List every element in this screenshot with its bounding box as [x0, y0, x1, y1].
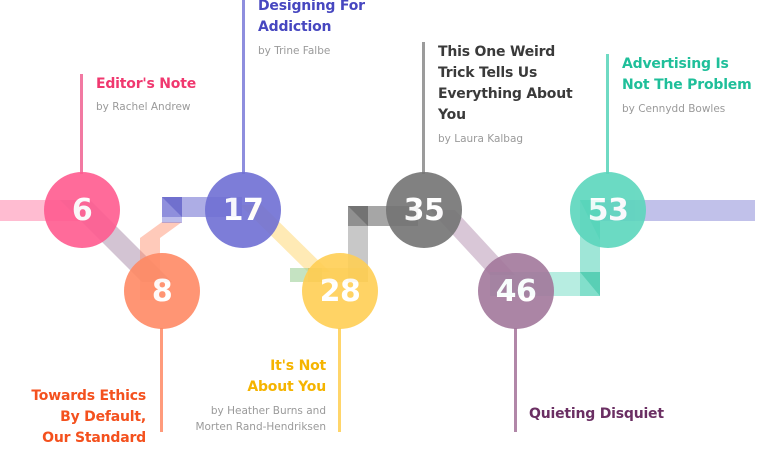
issue-node-6[interactable]: 6: [44, 172, 120, 248]
article-title[interactable]: Designing For Addiction: [258, 0, 365, 38]
issue-number: 17: [222, 192, 264, 228]
timeline-diagram: 6 8 17 28 35 46 53 Editor's Note by Rach…: [0, 0, 755, 446]
stem-6: [80, 74, 83, 174]
stem-53: [606, 54, 609, 174]
article-label-6[interactable]: Editor's Note by Rachel Andrew: [96, 74, 196, 115]
issue-node-35[interactable]: 35: [386, 172, 462, 248]
issue-number: 35: [403, 192, 445, 228]
article-author: by Heather Burns and Morten Rand-Hendrik…: [195, 403, 326, 435]
title-line: Our Standard: [42, 430, 146, 446]
title-line: Towards Ethics: [31, 388, 146, 404]
issue-number: 46: [495, 273, 537, 309]
issue-number: 28: [319, 273, 361, 309]
issue-number: 53: [587, 192, 629, 228]
article-title[interactable]: Quieting Disquiet: [529, 406, 664, 422]
article-label-17[interactable]: Designing For Addiction by Trine Falbe: [258, 0, 365, 59]
stem-28: [338, 328, 341, 432]
stem-8: [160, 328, 163, 432]
issue-number: 6: [71, 192, 93, 228]
title-line: Advertising Is: [622, 56, 729, 72]
issue-node-46[interactable]: 46: [478, 253, 554, 329]
title-line: This One Weird: [438, 44, 556, 60]
article-title[interactable]: Editor's Note: [96, 76, 197, 92]
article-author: by Laura Kalbag: [438, 133, 524, 145]
article-title[interactable]: It's Not About You: [195, 356, 326, 398]
article-author: by Cennydd Bowles: [622, 103, 726, 115]
article-label-8[interactable]: Towards Ethics By Default, Our Standard: [31, 386, 146, 449]
title-line: By Default,: [60, 409, 146, 425]
stem-46: [514, 328, 517, 432]
title-line: Not The Problem: [622, 77, 752, 93]
title-line: You: [438, 107, 466, 123]
issue-node-8[interactable]: 8: [124, 253, 200, 329]
article-title[interactable]: Advertising Is Not The Problem: [622, 54, 752, 96]
title-line: Trick Tells Us: [438, 65, 538, 81]
article-label-53[interactable]: Advertising Is Not The Problem by Cennyd…: [622, 54, 752, 117]
stem-17: [242, 0, 245, 174]
title-line: Everything About: [438, 86, 573, 102]
title-line: Designing For: [258, 0, 365, 14]
title-line: It's Not: [270, 358, 326, 374]
issue-node-53[interactable]: 53: [570, 172, 646, 248]
issue-node-17[interactable]: 17: [205, 172, 281, 248]
issue-node-28[interactable]: 28: [302, 253, 378, 329]
author-line: by Heather Burns and: [210, 405, 326, 417]
article-title[interactable]: This One Weird Trick Tells Us Everything…: [438, 42, 573, 126]
article-title[interactable]: Towards Ethics By Default, Our Standard: [31, 386, 146, 449]
issue-number: 8: [151, 273, 173, 309]
stem-35: [422, 42, 425, 174]
article-label-35[interactable]: This One Weird Trick Tells Us Everything…: [438, 42, 573, 147]
article-label-28[interactable]: It's Not About You by Heather Burns and …: [195, 356, 326, 435]
article-author: by Rachel Andrew: [96, 101, 191, 113]
article-author: by Trine Falbe: [258, 45, 331, 57]
title-line: Addiction: [258, 19, 332, 35]
author-line: Morten Rand-Hendriksen: [195, 421, 326, 433]
title-line: About You: [247, 379, 326, 395]
article-label-46[interactable]: Quieting Disquiet: [529, 404, 664, 425]
